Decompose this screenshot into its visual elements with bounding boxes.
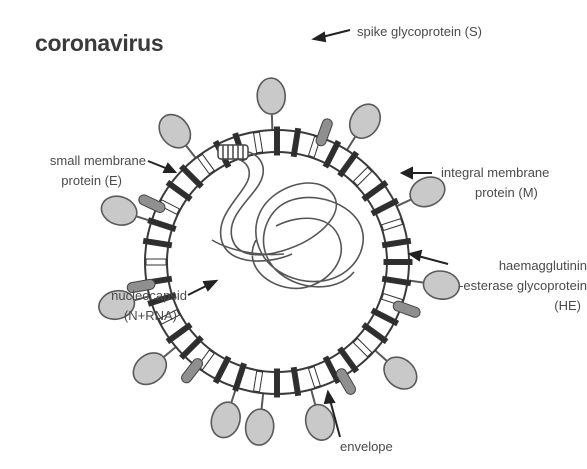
label-integral-membrane-line2: protein (M) bbox=[475, 183, 538, 202]
spike-head bbox=[257, 78, 286, 115]
label-small-membrane-line2: protein (E) bbox=[61, 171, 122, 190]
label-integral-membrane-line1: integral membrane bbox=[441, 163, 549, 182]
label-haemagglutinin-line3: (HE) bbox=[554, 296, 581, 315]
spike-head bbox=[422, 269, 462, 302]
spike-glycoprotein bbox=[244, 393, 276, 446]
label-spike-glycoprotein: spike glycoprotein (S) bbox=[357, 22, 482, 41]
label-nucleocapsid-line2: (N+RNA) bbox=[124, 306, 177, 325]
label-haemagglutinin-line2: -esterase glycoprotein bbox=[459, 276, 587, 295]
haemagglutinin-pointer bbox=[410, 251, 448, 264]
spike-glycoprotein bbox=[127, 346, 176, 391]
integral-membrane-protein bbox=[384, 260, 412, 265]
integral-membrane-protein bbox=[275, 127, 280, 155]
diagram-title: coronavirus bbox=[35, 30, 163, 57]
spike-glycoprotein bbox=[153, 108, 197, 158]
integral-membrane-protein bbox=[275, 369, 280, 397]
spike-head bbox=[98, 192, 141, 230]
label-envelope: envelope bbox=[340, 437, 393, 456]
spike-glycoprotein bbox=[302, 390, 338, 444]
spike-head bbox=[153, 108, 197, 154]
spike-head bbox=[244, 408, 276, 447]
spike-head bbox=[344, 99, 387, 144]
small-membrane-pointer bbox=[148, 161, 175, 172]
label-nucleocapsid-line1: nucleocapsid bbox=[111, 286, 187, 305]
spike-head bbox=[207, 398, 245, 441]
spike-glycoprotein bbox=[344, 99, 387, 151]
spike-glycoprotein bbox=[257, 78, 286, 130]
small-membrane-protein bbox=[146, 259, 166, 265]
spike-glycoprotein bbox=[408, 269, 461, 302]
spike-glycoprotein bbox=[207, 388, 245, 442]
spike-glycoprotein bbox=[375, 350, 423, 395]
label-haemagglutinin-line1: haemagglutinin bbox=[499, 256, 587, 275]
spike-head bbox=[127, 346, 173, 391]
spike-head bbox=[378, 351, 423, 396]
label-small-membrane-line1: small membrane bbox=[50, 151, 146, 170]
spike-pointer bbox=[314, 30, 350, 41]
nucleocapsid-protein bbox=[218, 145, 248, 159]
